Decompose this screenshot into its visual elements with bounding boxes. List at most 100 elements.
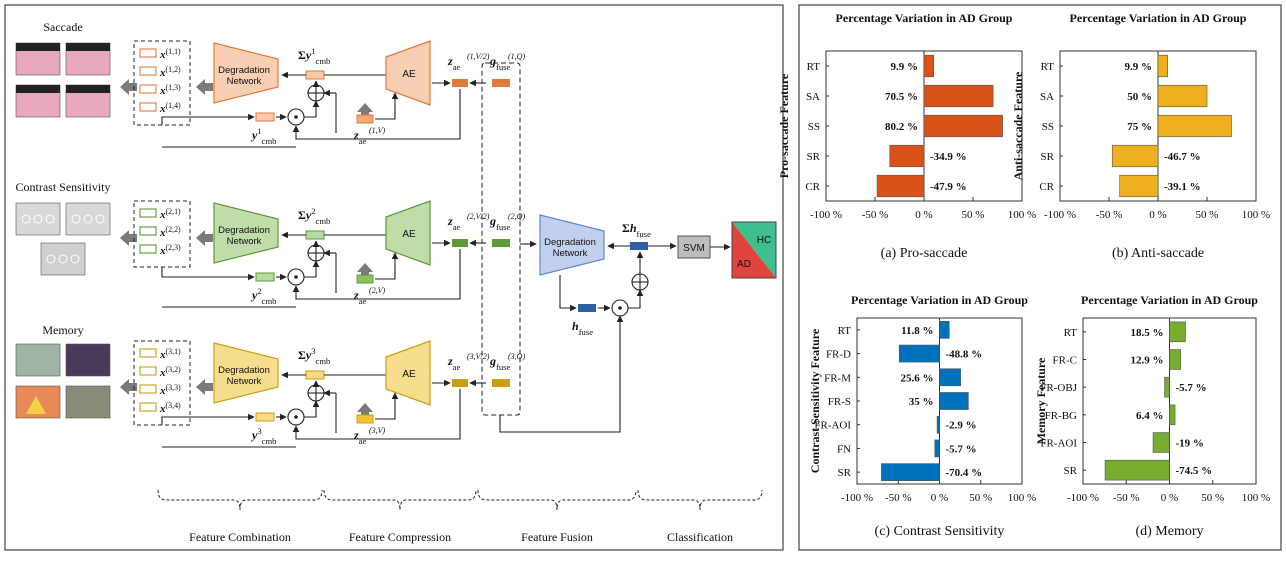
flow-arrow-icon — [120, 379, 137, 395]
stimulus-thumbnail — [40, 242, 86, 276]
section-title: Contrast Sensitivity — [15, 180, 110, 194]
data-label: 9.9 % — [891, 61, 919, 73]
sum-vector — [305, 70, 325, 80]
arrow-x-ycmb — [161, 267, 255, 281]
vector-cell — [139, 244, 157, 254]
ycmb-vector — [255, 412, 275, 422]
data-label: 9.9 % — [1125, 61, 1153, 73]
chart-caption: (b) Anti-saccade — [1112, 246, 1204, 261]
chart-2: Percentage Variation in AD GroupAnti-sac… — [1011, 11, 1270, 261]
feedback-line — [292, 249, 461, 300]
thumbnail-band — [66, 85, 110, 93]
y-axis-label: Memory Feature — [1034, 357, 1048, 444]
section-2: Contrast Sensitivityx(2,1)x(2,2)x(2,3)De… — [15, 180, 525, 308]
vector-label: x(3,2) — [159, 365, 181, 380]
bar-fn — [934, 439, 940, 458]
latent-sup: (3,V/2) — [467, 352, 490, 361]
category-label: FN — [837, 443, 851, 455]
degradation-label-2: Network — [227, 376, 262, 387]
x-tick-label: -100 % — [810, 209, 842, 221]
category-label: SR — [1041, 151, 1055, 163]
bar-sr — [1104, 459, 1170, 481]
arrow-x-ycmb — [161, 413, 255, 425]
data-label: -34.9 % — [930, 151, 967, 163]
autoencoder — [385, 200, 431, 266]
vector-cell — [139, 366, 157, 376]
stimulus-thumbnail — [65, 202, 111, 236]
data-label: -5.7 % — [946, 443, 977, 455]
feedback-line — [292, 89, 461, 140]
degradation-label-1: Degradation — [218, 225, 270, 236]
vector-cell — [139, 84, 157, 94]
svm-label: SVM — [683, 243, 705, 254]
stimulus-thumbnail — [15, 202, 61, 236]
x-tick-label: -50 % — [862, 209, 889, 221]
vector-label: x(2,2) — [159, 225, 181, 240]
ycmb-vector — [255, 272, 275, 282]
vector-label: x(1,3) — [159, 83, 181, 98]
section-1: Saccadex(1,1)x(1,2)x(1,3)x(1,4)Degradati… — [15, 20, 525, 148]
grating-circle — [33, 214, 43, 224]
input-sup: (3,V) — [369, 426, 386, 435]
object-shape — [26, 396, 46, 414]
arrow-dot-plus — [304, 400, 320, 418]
fusion-degradation-label-2: Network — [553, 248, 588, 259]
grating-circle — [95, 214, 105, 224]
bar-cr — [876, 174, 925, 198]
fusion-degradation-label-1: Degradation — [544, 237, 596, 248]
grating-circle — [45, 214, 55, 224]
stage-label: Feature Compression — [349, 530, 451, 544]
grating-circle — [71, 214, 81, 224]
pipeline-diagram: Saccadex(1,1)x(1,2)x(1,3)x(1,4)Degradati… — [15, 20, 777, 544]
chart-3: Percentage Variation in AD GroupContrast… — [808, 293, 1036, 539]
bar-rt — [1157, 54, 1169, 78]
fusion-label: gfuse — [489, 354, 511, 372]
thumbnail-band — [16, 43, 60, 51]
x-tick-label: -50 % — [885, 492, 912, 504]
ae-label: AE — [402, 369, 416, 380]
ad-label: AD — [737, 259, 751, 270]
stage-label: Classification — [667, 530, 733, 544]
ad-output — [732, 222, 776, 278]
bar-sr — [881, 463, 940, 481]
bar-sa — [1157, 84, 1208, 108]
latent-sup: (1,V/2) — [467, 52, 490, 61]
input-vector — [356, 414, 374, 424]
chart-title: Percentage Variation in AD Group — [851, 293, 1028, 307]
x-tick-label: 50 % — [1196, 209, 1219, 221]
fusion-feedback — [499, 315, 624, 433]
x-tick-label: 50 % — [969, 492, 992, 504]
hfuse-label: hfuse — [572, 319, 593, 337]
vector-cell — [139, 66, 157, 76]
data-label: 50 % — [1127, 91, 1152, 103]
category-label: SR — [1064, 465, 1078, 477]
vector-label: x(1,1) — [159, 47, 181, 62]
ae-label: AE — [402, 69, 416, 80]
grating-circle — [70, 254, 80, 264]
stage-brace — [637, 489, 763, 511]
fusion-label: gfuse — [489, 214, 511, 232]
input-label: zae — [353, 428, 367, 446]
category-label: FR-AOI — [814, 420, 851, 432]
latent-sup: (2,V/2) — [467, 212, 490, 221]
vector-label: x(3,3) — [159, 383, 181, 398]
input-label: zae — [353, 128, 367, 146]
output-frame — [731, 221, 777, 279]
data-label: -2.9 % — [946, 420, 977, 432]
arrow-dot-plus — [304, 100, 320, 118]
data-label: 11.8 % — [901, 325, 933, 337]
category-label: SA — [1040, 91, 1054, 103]
y-axis-label: Anti-saccade Feature — [1011, 71, 1025, 180]
bar-sa — [923, 84, 994, 108]
data-label: 80.2 % — [885, 121, 918, 133]
autoencoder — [385, 340, 431, 406]
input-vector — [356, 274, 374, 284]
vector-cell — [139, 48, 157, 58]
vector-cell — [139, 102, 157, 112]
fusion-column — [481, 62, 521, 416]
data-label: -70.4 % — [946, 467, 983, 479]
category-label: FR-BG — [1045, 410, 1077, 422]
latent-label: zae — [447, 214, 461, 232]
data-label: 75 % — [1127, 121, 1152, 133]
